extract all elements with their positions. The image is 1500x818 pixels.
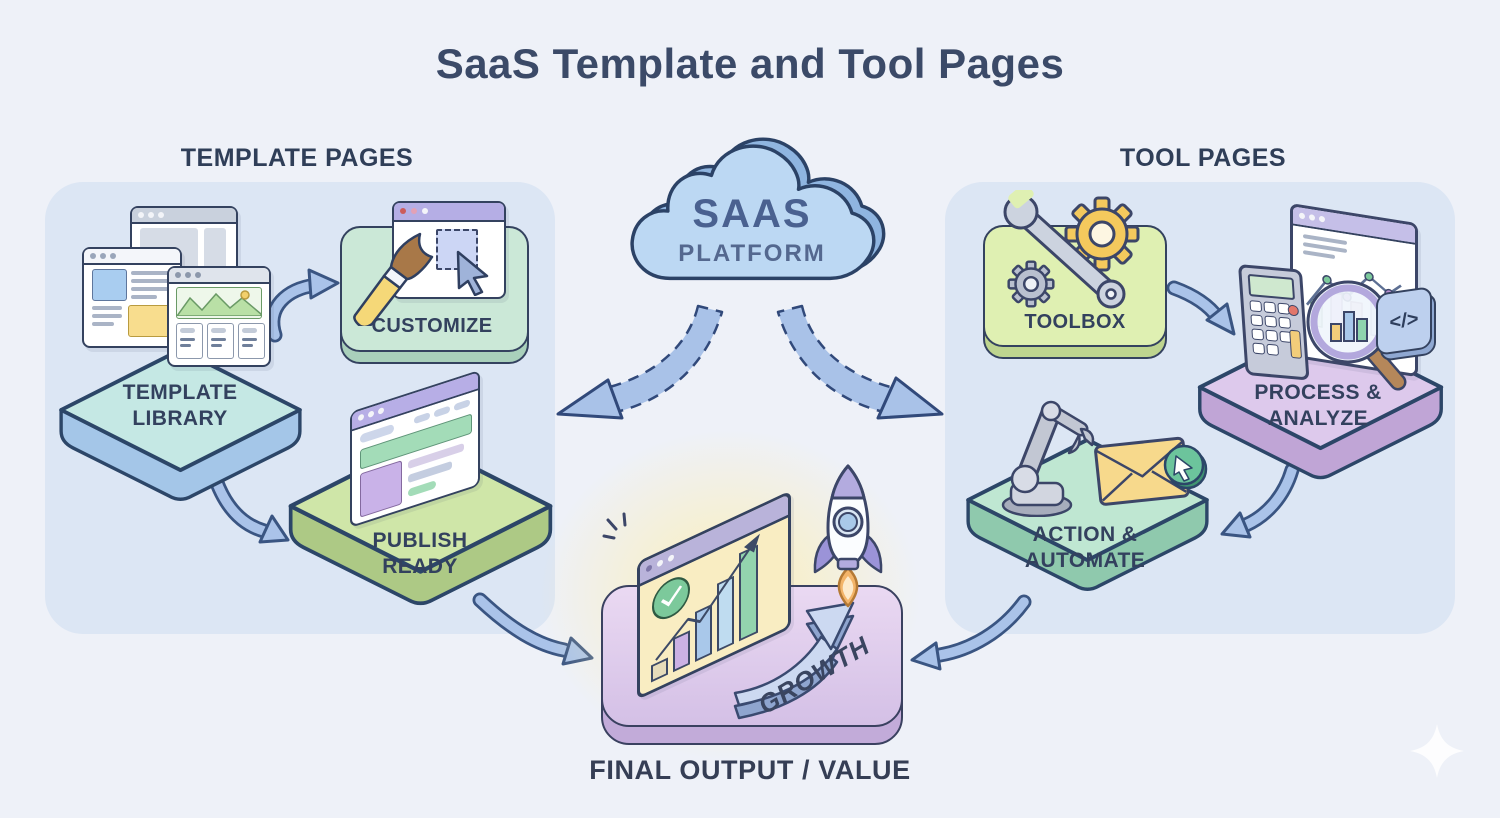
- send-cursor-icon: [1173, 455, 1193, 482]
- cloud-label-line1: SAAS: [692, 192, 812, 236]
- rocket-icon: [813, 464, 883, 608]
- template-library-label-line1: TEMPLATE: [122, 381, 238, 404]
- tools-section-header: TOOL PAGES: [1119, 144, 1287, 172]
- growth-chart-icon: [651, 533, 760, 683]
- process-analyze-label-line1: PROCESS &: [1254, 381, 1382, 404]
- cloud-icon: [630, 137, 886, 281]
- toolbox-label: TOOLBOX: [1024, 311, 1126, 333]
- cursor-icon: [456, 250, 489, 296]
- code-badge-icon: </>: [1376, 286, 1432, 356]
- page-title: SaaS Template and Tool Pages: [435, 40, 1065, 87]
- publish-ready-label-line2: READY: [382, 555, 458, 578]
- toolbox-tools-icon: [1003, 190, 1140, 309]
- small-gear-icon: [1007, 260, 1055, 308]
- gear-icon: [1064, 196, 1140, 272]
- code-symbol: </>: [1389, 307, 1419, 334]
- library-to-customize-arrow: [265, 268, 340, 343]
- paintbrush-icon: [353, 232, 434, 326]
- action-automate-label-line1: ACTION &: [1032, 523, 1138, 546]
- cloud-to-tools-arrow: [776, 304, 944, 420]
- process-to-action-arrow: [1220, 462, 1300, 539]
- sparkle-lines-icon: [602, 512, 627, 540]
- template-window-front: [167, 266, 271, 367]
- cloud-to-templates-arrow: [556, 304, 724, 420]
- sparkle-icon: [1410, 724, 1464, 778]
- template-library-label-line2: LIBRARY: [132, 407, 228, 430]
- customize-window: [392, 201, 506, 299]
- growth-arrow-icon: [733, 601, 855, 720]
- mountain-thumbnail-icon: [177, 290, 261, 316]
- robot-arm-icon: [1001, 400, 1095, 517]
- toolbox-to-process-arrow: [1166, 280, 1236, 336]
- template-window-left: [82, 247, 182, 348]
- customize-label: CUSTOMIZE: [371, 315, 493, 337]
- final-output-label: FINAL OUTPUT / VALUE: [589, 755, 911, 785]
- cloud-label-line2: PLATFORM: [678, 240, 826, 267]
- action-to-output-arrow: [910, 594, 1032, 671]
- action-automate-label-line2: AUTOMATE: [1024, 549, 1146, 572]
- publish-ready-label-line1: PUBLISH: [372, 529, 468, 552]
- wrench-icon: [1003, 190, 1126, 309]
- final-output-window: [637, 490, 791, 700]
- template-library-platform: [59, 347, 302, 501]
- templates-section-header: TEMPLATE PAGES: [180, 144, 414, 172]
- process-analyze-label-line2: ANALYZE: [1267, 407, 1369, 430]
- envelope-icon: [1094, 436, 1208, 506]
